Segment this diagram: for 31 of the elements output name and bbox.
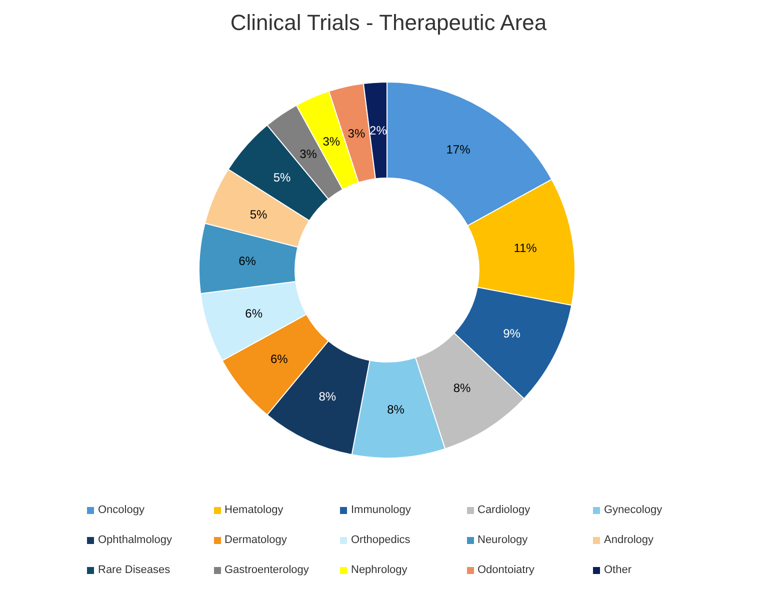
legend-label: Hematology: [224, 504, 284, 516]
legend-label: Neurology: [478, 534, 528, 546]
data-label: 8%: [318, 390, 336, 404]
legend-label: Odontoiatry: [478, 564, 534, 576]
legend-label: Gastroenterology: [224, 564, 309, 576]
legend-label: Rare Diseases: [98, 564, 170, 576]
data-label: 3%: [300, 147, 317, 162]
legend-label: Gynecology: [604, 504, 662, 516]
data-label: 9%: [503, 326, 520, 341]
legend-label: Nephrology: [351, 564, 408, 576]
legend-label: Andrology: [604, 534, 654, 546]
data-label: 2%: [370, 123, 387, 138]
data-label: 8%: [387, 402, 404, 417]
data-label: 3%: [348, 126, 366, 140]
data-label: 17%: [446, 142, 470, 156]
data-label: 5%: [273, 170, 291, 184]
data-label: 6%: [238, 254, 256, 268]
data-label: 11%: [514, 241, 537, 256]
data-label: 6%: [245, 306, 263, 320]
legend-label: Other: [604, 564, 632, 576]
legend-label: Immunology: [351, 504, 411, 516]
legend-label: Ophthalmology: [98, 534, 172, 546]
legend-label: Orthopedics: [351, 534, 410, 546]
legend-label: Cardiology: [478, 504, 530, 516]
data-label: 3%: [322, 134, 340, 149]
data-label: 6%: [270, 352, 288, 366]
chart-title: Clinical Trials - Therapeutic Area: [230, 10, 547, 36]
data-label: 5%: [250, 207, 268, 222]
data-label: 8%: [453, 381, 471, 396]
legend-label: Oncology: [98, 504, 144, 516]
legend-label: Dermatology: [224, 534, 287, 546]
